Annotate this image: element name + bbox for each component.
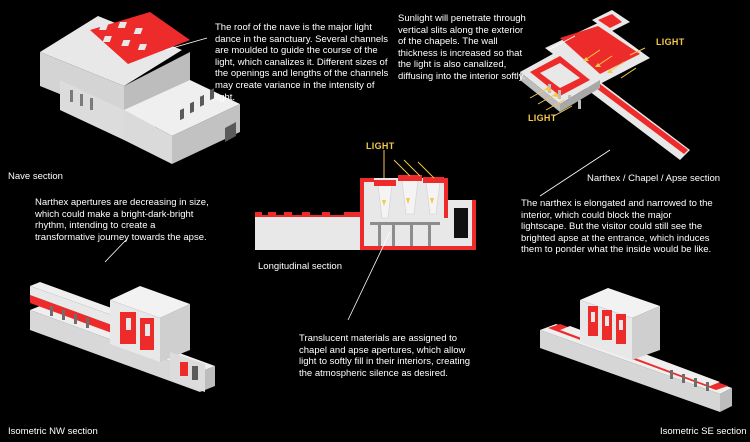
label-longitudinal-section: Longitudinal section	[258, 261, 342, 272]
isometric-se-model	[540, 288, 732, 412]
annotation-narthex-elongated: The narthex is elongated and narrowed to…	[521, 198, 713, 256]
plan-model	[520, 10, 690, 160]
isometric-nw-model	[30, 282, 215, 392]
leader-nave-roof	[164, 37, 208, 51]
longitudinal-section-model	[255, 150, 476, 250]
leader-lines	[104, 35, 611, 321]
annotation-translucent: Translucent materials are assigned to ch…	[299, 333, 471, 379]
nave-model	[40, 12, 240, 164]
leader-narthex-elongated	[539, 149, 611, 197]
leader-sunlight	[547, 35, 576, 51]
label-narthex-chapel-apse-section: Narthex / Chapel / Apse section	[587, 173, 721, 184]
leader-translucent	[347, 231, 391, 321]
light-label-center: LIGHT	[366, 141, 395, 151]
label-isometric-nw-section: Isometric NW section	[8, 426, 98, 437]
light-label-top-right: LIGHT	[656, 37, 685, 47]
light-label-mid-right: LIGHT	[528, 113, 557, 123]
annotation-sunlight: Sunlight will penetrate through vertical…	[398, 13, 526, 82]
label-isometric-se-section: Isometric SE section	[660, 426, 747, 437]
leader-narthex-apertures	[104, 239, 127, 263]
annotation-narthex-apertures: Narthex apertures are decreasing in size…	[35, 197, 209, 243]
label-nave-section: Nave section	[8, 171, 63, 182]
annotation-nave-roof: The roof of the nave is the major light …	[215, 22, 389, 103]
